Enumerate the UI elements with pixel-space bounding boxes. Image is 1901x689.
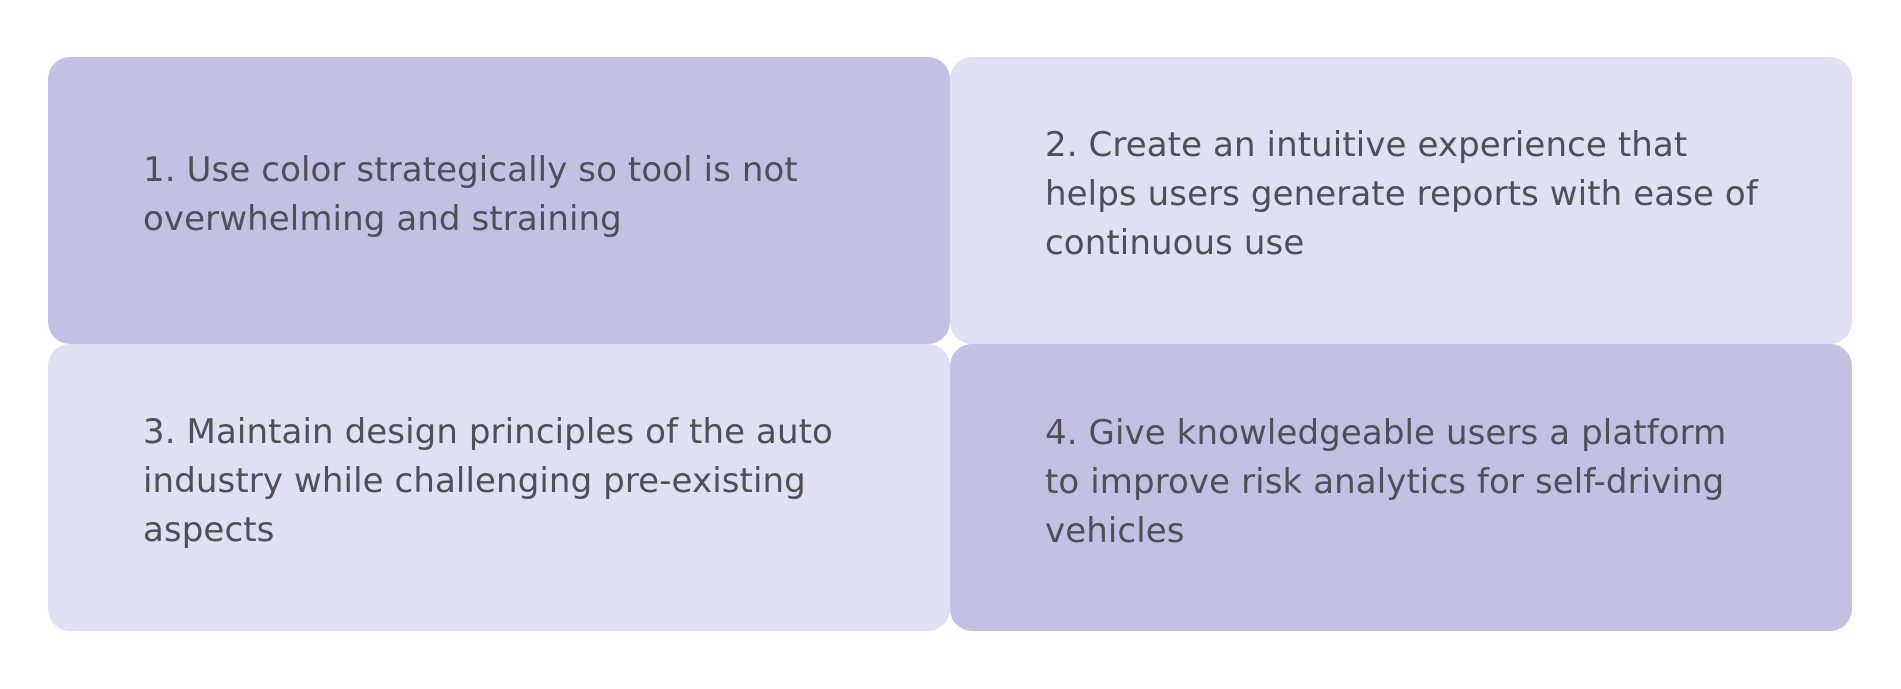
goal-card-1: 1. Use color strategically so tool is no… xyxy=(48,57,950,344)
goal-text-3: 3. Maintain design principles of the aut… xyxy=(143,412,833,550)
goal-text-1: 1. Use color strategically so tool is no… xyxy=(143,149,798,239)
goal-card-2: 2. Create an intuitive experience that h… xyxy=(950,57,1852,344)
goal-card-3: 3. Maintain design principles of the aut… xyxy=(48,344,950,631)
goal-card-4: 4. Give knowledgeable users a platform t… xyxy=(950,344,1852,631)
goal-text-4: 4. Give knowledgeable users a platform t… xyxy=(1045,413,1727,551)
goal-text-2: 2. Create an intuitive experience that h… xyxy=(1045,125,1758,263)
goals-grid: 1. Use color strategically so tool is no… xyxy=(48,57,1852,631)
